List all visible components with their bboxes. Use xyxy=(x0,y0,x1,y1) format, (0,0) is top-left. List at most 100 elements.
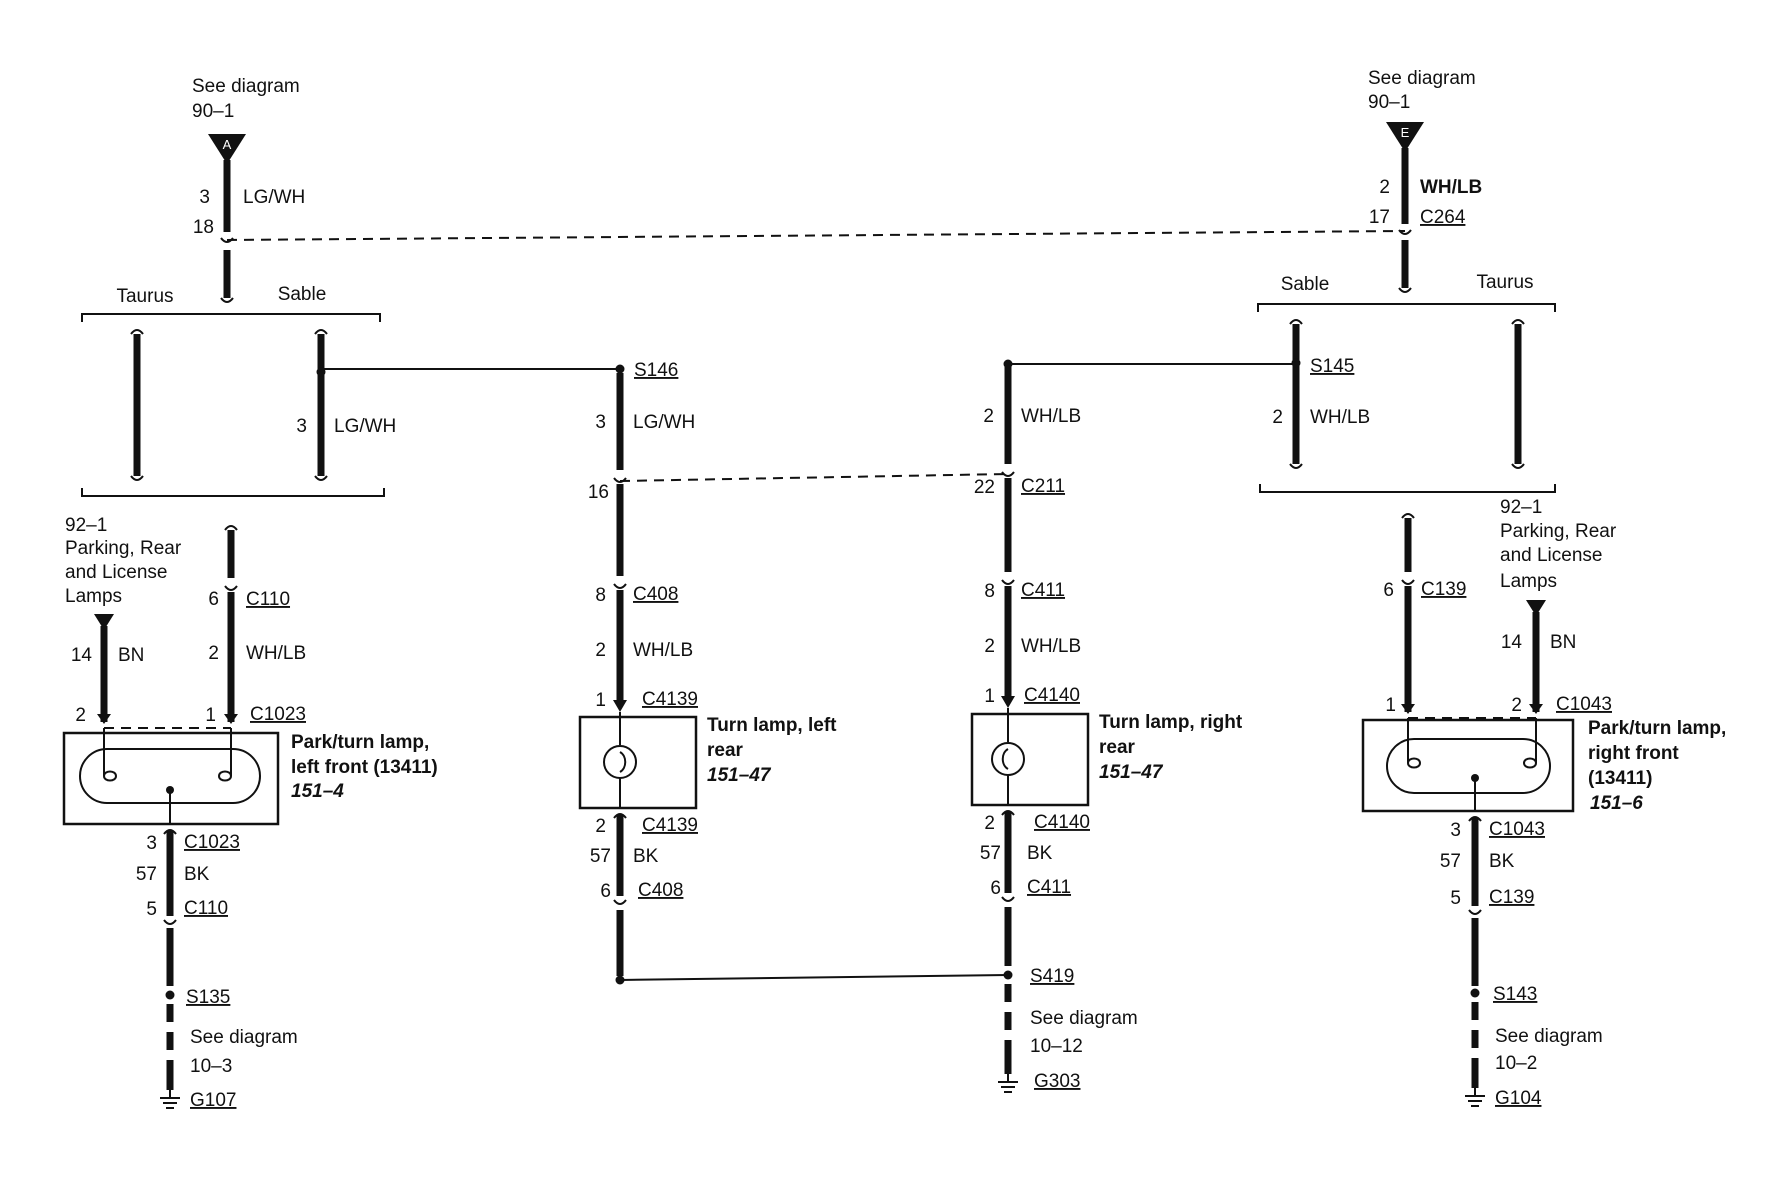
left-rear-c4139-arrow xyxy=(613,700,627,712)
right-rear-lamp-ref: 151–47 xyxy=(1099,762,1164,783)
left-bk-color: BK xyxy=(184,864,210,885)
connector-a-triangle xyxy=(208,134,246,164)
right-rear-ground-c4140: C4140 xyxy=(1034,812,1090,833)
left-rear-bk-pin: 57 xyxy=(590,846,611,867)
splice-s143-dot xyxy=(1470,988,1480,998)
right-front-lamp-name-2: right front xyxy=(1588,743,1679,764)
right-rear-lamp-name-1: Turn lamp, right xyxy=(1099,712,1243,733)
right-rear-whlb-color-top: WH/LB xyxy=(1021,406,1081,427)
wire-break-top-right xyxy=(1398,287,1412,293)
left-front-lamp-name-2: left front (13411) xyxy=(291,757,438,778)
splice-s135-dot xyxy=(165,990,175,1000)
right-variant-bracket: Sable Taurus S145 2 WH/LB xyxy=(1257,272,1556,493)
left-rear-c408-mark xyxy=(613,583,627,589)
right-front-bulb-filaments xyxy=(1407,757,1537,769)
top-left-pin-3: 3 xyxy=(199,187,210,208)
right-rear-ground-see: See diagram xyxy=(1030,1008,1138,1029)
left-rear-lamp-ref: 151–47 xyxy=(707,765,772,786)
left-c1023-arrows xyxy=(97,714,238,724)
connector-c264-label: C264 xyxy=(1420,207,1466,228)
right-rear-c4140-pin-1: 1 xyxy=(984,686,995,707)
left-rear-whlb-color: WH/LB xyxy=(633,640,693,661)
left-rear-c408-ground-label: C408 xyxy=(638,880,683,901)
left-bk-pin: 57 xyxy=(136,864,157,885)
wire-break-top-left xyxy=(220,297,234,303)
top-left-pin-18: 18 xyxy=(193,217,214,238)
wire-ends-sable-left xyxy=(314,329,328,481)
right-rear-whlb-color: WH/LB xyxy=(1021,636,1081,657)
right-rear-c411-ground-label: C411 xyxy=(1027,877,1071,898)
left-c110-ground-pin: 5 xyxy=(146,899,157,920)
left-wire-pin: 2 xyxy=(208,643,219,664)
top-right-feed: See diagram 90–1 E 2 WH/LB 17 C264 xyxy=(1368,68,1482,293)
left-bn-arrow xyxy=(94,614,114,630)
right-rear-bk-pin: 57 xyxy=(980,843,1001,864)
right-c139-label: C139 xyxy=(1421,579,1466,600)
top-left-feed: See diagram 90–1 A 3 LG/WH 18 xyxy=(192,76,305,303)
right-rear-lamp-box xyxy=(970,712,1090,807)
left-rear-c211-mark xyxy=(613,477,627,483)
left-rear-c408-ground-pin: 6 xyxy=(600,881,611,902)
top-left-wire-color: LG/WH xyxy=(243,187,305,208)
top-right-see-diagram: See diagram xyxy=(1368,68,1476,89)
ground-g107-label: G107 xyxy=(190,1090,236,1111)
left-ground-see-num: 10–3 xyxy=(190,1056,232,1077)
right-bracket-top xyxy=(1257,303,1556,312)
left-rear-lamp-box xyxy=(578,715,698,810)
left-rear-whlb-pin: 2 xyxy=(595,640,606,661)
left-rear-lamp-circuit: S146 3 LG/WH 16 8 C408 2 WH/LB 1 C4139 T… xyxy=(578,360,837,985)
left-rear-c4139-pin-1: 1 xyxy=(595,690,606,711)
right-note-line-2: Parking, Rear xyxy=(1500,521,1617,542)
left-rear-lgwh-color: LG/WH xyxy=(633,412,695,433)
right-rear-bulb-filament xyxy=(1001,748,1009,770)
left-bracket-wire-color: LG/WH xyxy=(334,416,396,437)
left-rear-ground-marks xyxy=(613,813,627,905)
left-front-bulb-filaments xyxy=(103,770,232,782)
left-rear-c211-pin: 16 xyxy=(588,482,609,503)
right-rear-whlb-pin: 2 xyxy=(984,636,995,657)
splice-s146-dot xyxy=(615,364,625,374)
splice-s146-label: S146 xyxy=(634,360,678,381)
left-front-lamp-ref: 151–4 xyxy=(291,781,344,802)
right-rear-bk-color: BK xyxy=(1027,843,1053,864)
right-bracket-bottom xyxy=(1259,484,1556,493)
right-bracket-sable: Sable xyxy=(1281,274,1330,295)
left-c110-ground-label: C110 xyxy=(184,898,228,919)
ground-g104-label: G104 xyxy=(1495,1088,1542,1109)
right-rear-c411-mark xyxy=(1001,579,1015,585)
right-front-lamp-name-1: Park/turn lamp, xyxy=(1588,718,1726,739)
left-front-lamp-circuit: 92–1 Parking, Rear and License Lamps 14 … xyxy=(62,515,438,1111)
right-bn-pin: 14 xyxy=(1501,632,1523,653)
right-front-lamp-circuit: 92–1 Parking, Rear and License Lamps 6 C… xyxy=(1361,497,1726,1109)
left-ground-pin: 3 xyxy=(146,833,157,854)
top-right-pin-2: 2 xyxy=(1379,177,1390,198)
left-bn-color: BN xyxy=(118,645,144,666)
right-note-line-1: 92–1 xyxy=(1500,497,1542,518)
top-right-pin-17: 17 xyxy=(1369,207,1390,228)
right-ground-c1043: C1043 xyxy=(1489,819,1545,840)
ground-g107-icon xyxy=(160,1097,180,1109)
left-rear-lamp-name-2: rear xyxy=(707,740,744,761)
right-rear-c211-mark xyxy=(1001,471,1015,477)
right-rear-ground-see-num: 10–12 xyxy=(1030,1036,1083,1057)
right-bk-pin: 57 xyxy=(1440,851,1461,872)
right-front-lamp-box xyxy=(1361,718,1575,813)
left-note-line-1: 92–1 xyxy=(65,515,107,536)
ground-g303-label: G303 xyxy=(1034,1071,1080,1092)
left-rear-c408-pin: 8 xyxy=(595,585,606,606)
left-rear-ground-pin: 2 xyxy=(595,816,606,837)
left-ground-conn-marks xyxy=(163,829,177,925)
splice-s135-label: S135 xyxy=(186,987,230,1008)
wire-ends-taurus-left xyxy=(130,329,144,481)
right-rear-c411-ground-pin: 6 xyxy=(990,878,1001,899)
right-rear-whlb-pin-top: 2 xyxy=(983,406,994,427)
splice-s419-dot xyxy=(1003,970,1013,980)
left-wire-color: WH/LB xyxy=(246,643,306,664)
right-rear-c411-pin: 8 xyxy=(984,581,995,602)
left-c1023-pin-2: 2 xyxy=(75,705,86,726)
right-note-line-3: and License xyxy=(1500,545,1602,566)
right-rear-c4140-label: C4140 xyxy=(1024,685,1080,706)
left-ground-c1023: C1023 xyxy=(184,832,240,853)
splice-s143-label: S143 xyxy=(1493,984,1537,1005)
